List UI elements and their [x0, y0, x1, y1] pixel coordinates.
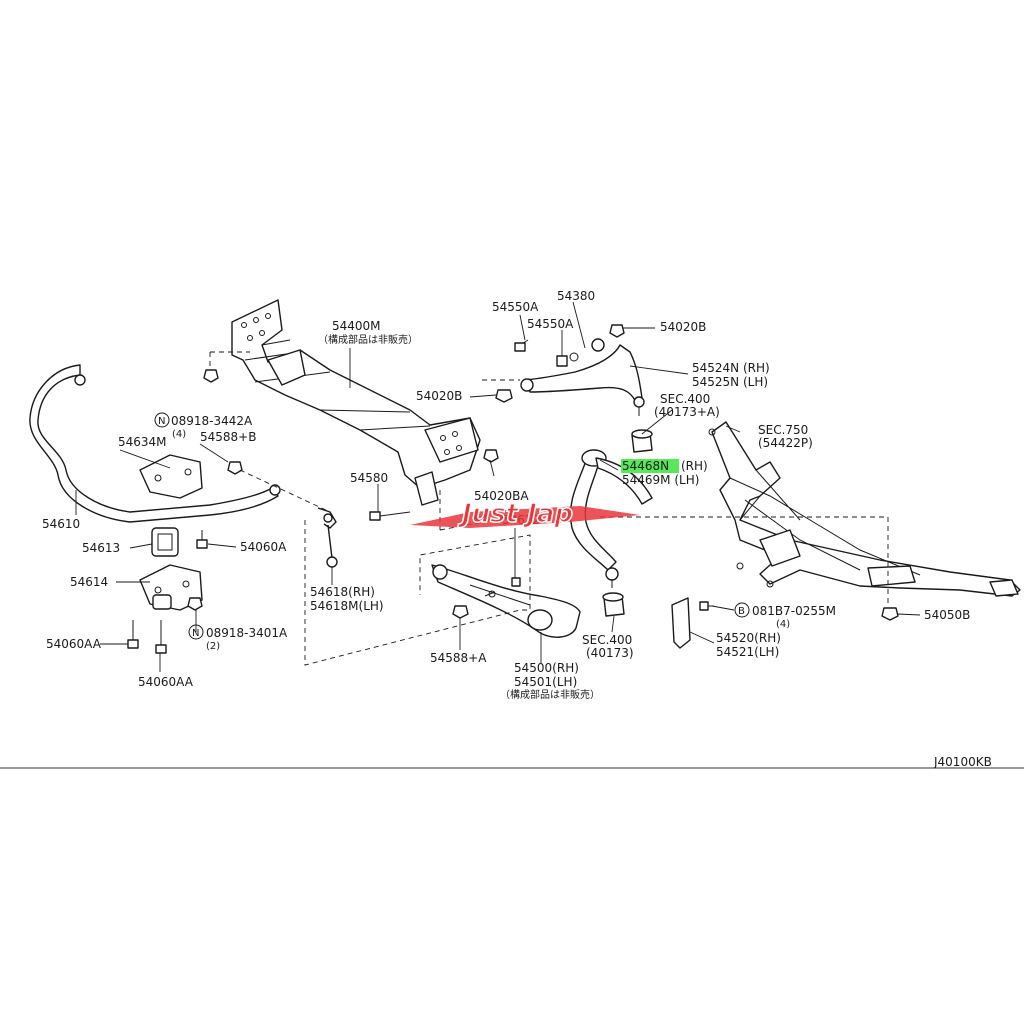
circle-b-letter: B [738, 606, 745, 617]
circle-n-top-letter: N [158, 416, 165, 427]
label-54020b-left: 54020B [416, 389, 462, 403]
leader-lines [75, 301, 921, 672]
label-54501: 54501(LH) [514, 675, 577, 689]
lower-arm-54500 [431, 564, 581, 638]
label-54520: 54520(RH) [716, 631, 781, 645]
ball-joint-cup-bottom [602, 592, 625, 617]
label-54050b: 54050B [924, 608, 970, 622]
circle-n-bottom-letter: N [192, 628, 199, 639]
label-08918-3442a: 08918-3442A [171, 414, 253, 428]
label-54469m: 54469M (LH) [622, 473, 699, 487]
label-54588a: 54588+A [430, 651, 487, 665]
label-sec400-bottom-sub: (40173) [586, 646, 634, 660]
label-54550a-2: 54550A [527, 317, 574, 331]
label-54634m: 54634M [118, 435, 167, 449]
label-081b7-0255m-qty: (4) [776, 619, 790, 630]
label-08918-3442a-qty: (4) [172, 429, 186, 440]
stabilizer-link-54618 [317, 507, 338, 568]
label-081b7-0255m: 081B7-0255M [752, 604, 836, 618]
label-54614: 54614 [70, 575, 108, 589]
label-54020b-top: 54020B [660, 320, 706, 334]
subframe-54400m [231, 299, 481, 506]
label-sec400-top-sub: (40173+A) [654, 405, 720, 419]
label-54618: 54618(RH) [310, 585, 375, 599]
circle-b [734, 602, 750, 618]
diagram-code: J40100KB [933, 755, 992, 769]
label-54060aa-2: 54060AA [138, 675, 194, 689]
fasteners [127, 324, 899, 654]
label-54588b: 54588+B [200, 430, 256, 444]
watermark-logo: Just Jap [410, 498, 640, 530]
label-sec750-sub: (54422P) [758, 436, 813, 450]
brace-54520 [671, 597, 714, 649]
label-54400m-note: （構成部品は非販売） [318, 333, 418, 346]
ball-joint-cup-top [631, 429, 653, 453]
label-54400m: 54400M [332, 319, 381, 333]
bushing-54613 [151, 527, 179, 557]
label-sec400-top: SEC.400 [660, 392, 710, 406]
label-08918-3401a-qty: (2) [206, 641, 220, 652]
label-sec750: SEC.750 [758, 423, 808, 437]
label-54524n: 54524N (RH) [692, 361, 770, 375]
label-54521: 54521(LH) [716, 645, 779, 659]
highlight-54468n [621, 459, 679, 473]
label-54468n-side: (RH) [681, 459, 708, 473]
circle-n-top [154, 412, 170, 428]
label-54020ba: 54020BA [474, 489, 529, 503]
label-sec400-bottom: SEC.400 [582, 633, 632, 647]
clamp-54614 [139, 564, 203, 611]
label-54060aa-1: 54060AA [46, 637, 102, 651]
stabilizer-bar-54610 [29, 364, 281, 523]
label-54501-note: （構成部品は非販売） [500, 688, 600, 701]
label-54550a-1: 54550A [492, 300, 539, 314]
compression-rod-54468n [569, 449, 653, 588]
label-54618m: 54618M(LH) [310, 599, 384, 613]
label-54580: 54580 [350, 471, 388, 485]
watermark-text: Just Jap [457, 499, 573, 529]
label-54525n: 54525N (LH) [692, 375, 768, 389]
upper-arm-54524n [520, 338, 645, 416]
label-54060a: 54060A [240, 540, 287, 554]
front-crossmember-sec750 [708, 421, 1021, 597]
label-54610: 54610 [42, 517, 80, 531]
clamp-54634m [139, 454, 203, 499]
label-54380: 54380 [557, 289, 595, 303]
label-54468n: 54468N [622, 459, 669, 473]
label-08918-3401a: 08918-3401A [206, 626, 288, 640]
label-54500: 54500(RH) [514, 661, 579, 675]
label-54613: 54613 [82, 541, 120, 555]
circle-n-bottom [188, 624, 204, 640]
